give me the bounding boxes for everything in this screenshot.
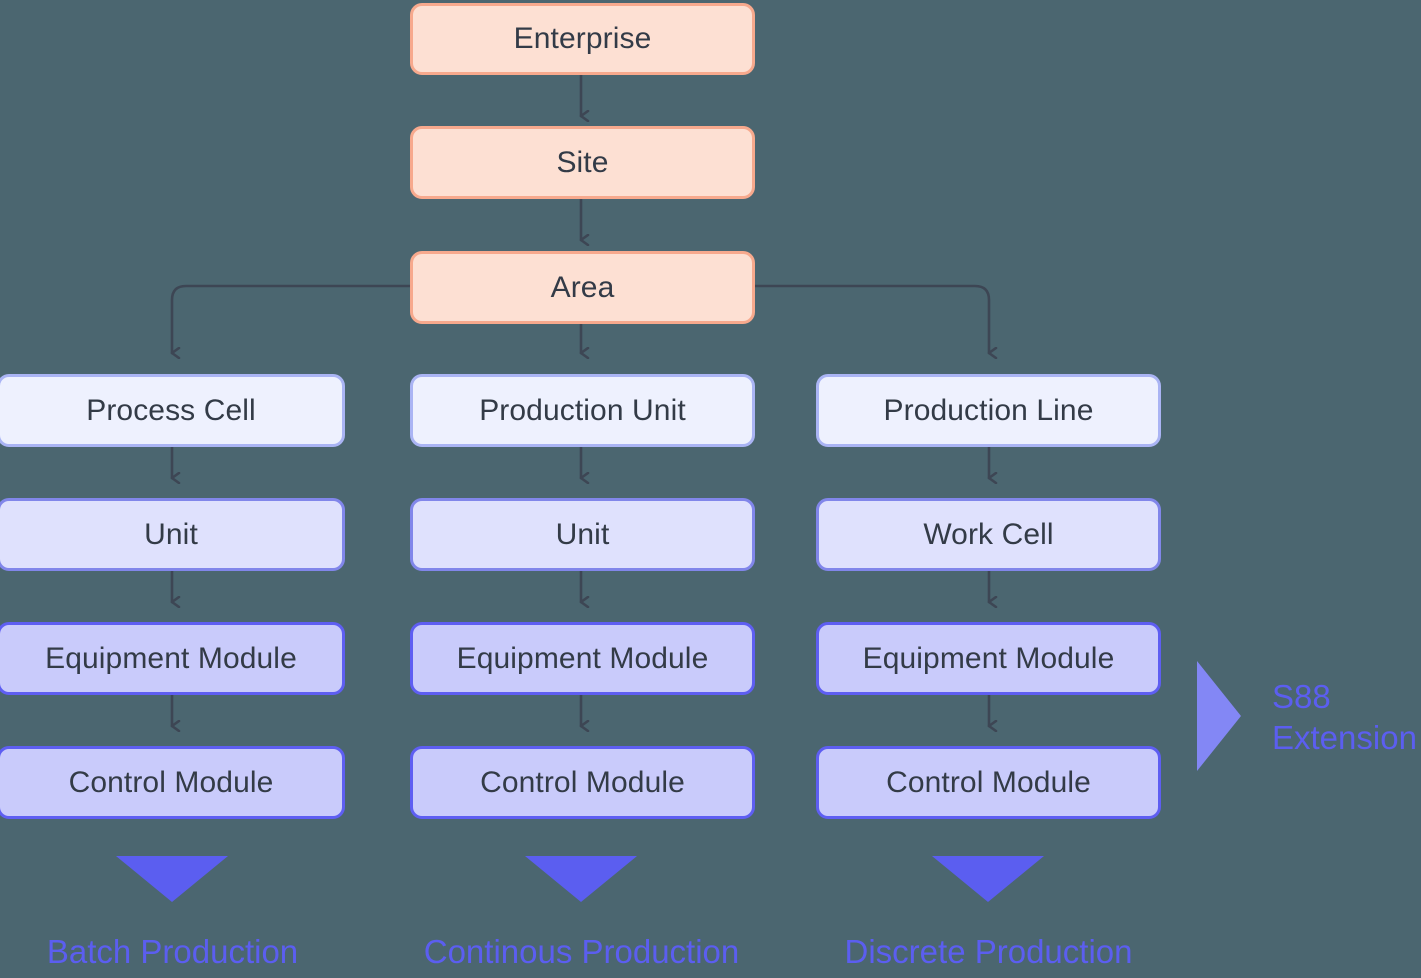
node-production-line[interactable]: Production Line [816,374,1161,447]
node-site[interactable]: Site [410,126,755,199]
s88-extension-line-1: S88 [1272,678,1331,715]
node-enterprise[interactable]: Enterprise [410,3,755,75]
s88-extension-label: S88 Extension [1272,676,1417,759]
node-batch-control-module[interactable]: Control Module [0,746,345,819]
node-area[interactable]: Area [410,251,755,324]
outcome-arrow-continuous [525,856,637,902]
node-process-cell[interactable]: Process Cell [0,374,345,447]
node-work-cell[interactable]: Work Cell [816,498,1161,571]
outcome-arrow-discrete [932,856,1044,902]
outcome-label-continuous: Continous Production [423,933,740,970]
node-continuous-unit[interactable]: Unit [410,498,755,571]
node-continuous-control-module[interactable]: Control Module [410,746,755,819]
outcome-arrow-batch [116,856,228,902]
node-production-unit[interactable]: Production Unit [410,374,755,447]
s88-extension-line-2: Extension [1272,719,1417,757]
s88-extension-arrow-icon [1197,661,1241,771]
node-batch-unit[interactable]: Unit [0,498,345,571]
node-batch-equipment-module[interactable]: Equipment Module [0,622,345,695]
outcome-label-batch: Batch Production [46,933,299,970]
node-discrete-equipment-module[interactable]: Equipment Module [816,622,1161,695]
node-continuous-equipment-module[interactable]: Equipment Module [410,622,755,695]
connector-area-production-line [753,284,989,353]
connector-area-process-cell [170,284,412,353]
node-discrete-control-module[interactable]: Control Module [816,746,1161,819]
outcome-label-discrete: Discrete Production [844,933,1133,970]
